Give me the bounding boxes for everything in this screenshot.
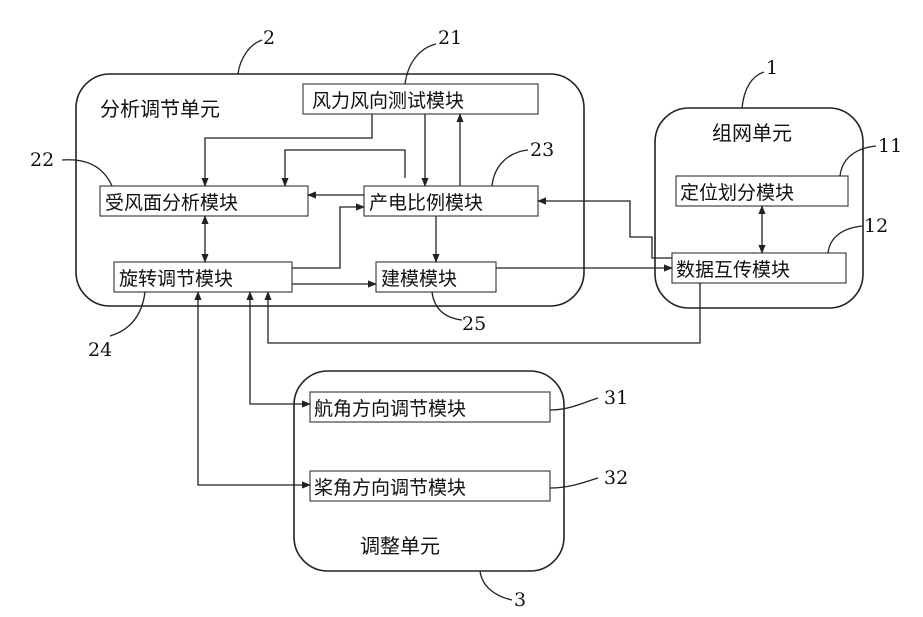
ref-3: 3 [514,589,526,611]
ref-22: 22 [30,149,54,171]
power-ratio-module: 产电比例模块 [364,186,538,216]
wind-test-module-label: 风力风向测试模块 [312,90,464,112]
rotate-adjust-module-label: 旋转调节模块 [119,268,233,290]
data-transfer-module: 数据互传模块 [672,253,846,283]
windface-analysis-module-label: 受风面分析模块 [105,192,238,214]
ref-21: 21 [438,27,462,49]
position-divide-module-label: 定位划分模块 [680,182,794,204]
modeling-module-label: 建模模块 [381,268,457,290]
ref-23: 23 [530,139,554,161]
modeling-module: 建模模块 [376,262,496,292]
ref-12: 12 [864,215,888,237]
ref-32: 32 [604,467,628,489]
ref-1: 1 [766,57,778,79]
position-divide-module: 定位划分模块 [676,176,848,206]
yaw-adjust-module-label: 航角方向调节模块 [314,398,466,420]
ref-24: 24 [88,339,112,361]
ref-31: 31 [604,387,628,409]
leader-1 [742,72,764,108]
network-unit-label: 组网单元 [712,121,792,145]
adjust-unit-label: 调整单元 [360,534,440,558]
ref-2: 2 [263,27,275,49]
wind-test-module: 风力风向测试模块 [303,84,538,114]
rotate-adjust-module: 旋转调节模块 [114,262,292,292]
ref-11: 11 [878,135,902,157]
power-ratio-module-label: 产电比例模块 [369,192,483,214]
windface-analysis-module: 受风面分析模块 [100,186,308,216]
data-transfer-module-label: 数据互传模块 [676,259,790,281]
leader-3 [480,571,512,600]
ref-25: 25 [462,313,486,335]
pitch-adjust-module-label: 桨角方向调节模块 [314,477,466,499]
yaw-adjust-module: 航角方向调节模块 [310,392,550,422]
analysis-unit-label: 分析调节单元 [100,97,220,121]
pitch-adjust-module: 桨角方向调节模块 [310,471,550,501]
leader-2 [238,40,262,74]
